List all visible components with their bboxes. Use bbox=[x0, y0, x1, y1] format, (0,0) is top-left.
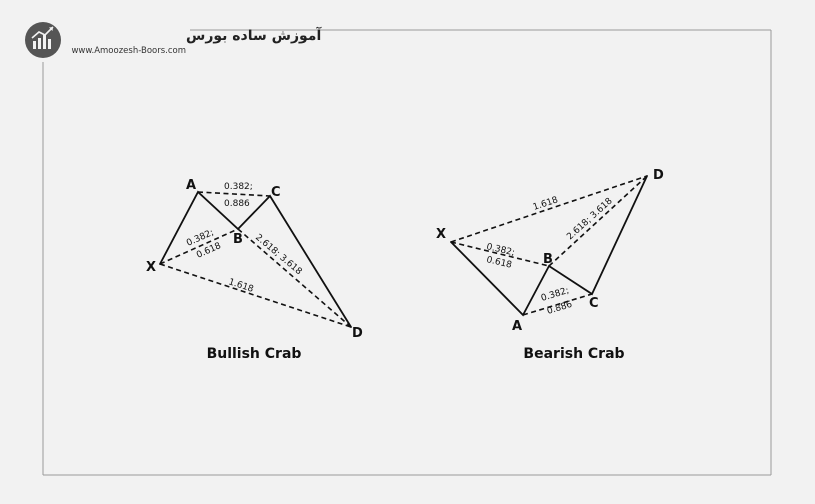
bearish-bd-ratio: 2.618; 3.618 bbox=[565, 196, 615, 242]
bullish-ac-retracement bbox=[197, 191, 271, 197]
bullish-xd-extension bbox=[159, 263, 352, 328]
bearish-point-a: A bbox=[512, 319, 522, 334]
brand-name: آموزش ساده بورس bbox=[186, 26, 322, 44]
bearish-point-c: C bbox=[589, 296, 599, 311]
bullish-xd-ratio: 1.618 bbox=[227, 277, 255, 295]
bearish-xb-ratio-2: 0.618 bbox=[485, 255, 513, 271]
bullish-pattern-legs bbox=[159, 190, 352, 328]
bearish-caption: Bearish Crab bbox=[523, 346, 624, 362]
bearish-ac-retracement bbox=[522, 293, 593, 316]
stock-chart-logo-icon bbox=[25, 22, 61, 58]
bearish-bd-extension bbox=[548, 175, 648, 267]
bullish-caption: Bullish Crab bbox=[207, 346, 302, 362]
bullish-point-x: X bbox=[146, 260, 156, 275]
bullish-xb-retracement bbox=[159, 228, 239, 265]
bearish-xd-extension bbox=[450, 175, 648, 243]
bullish-point-c: C bbox=[271, 185, 281, 200]
bearish-point-d: D bbox=[653, 168, 664, 183]
bearish-point-b: B bbox=[543, 252, 553, 267]
brand-url: www.Amoozesh-Boors.com bbox=[71, 46, 186, 56]
brand-logo: آموزش ساده بورس www.Amoozesh-Boors.com bbox=[25, 22, 322, 58]
bearish-point-x: X bbox=[436, 227, 446, 242]
bullish-point-b: B bbox=[233, 232, 243, 247]
bearish-xd-ratio: 1.618 bbox=[532, 195, 560, 213]
bullish-crab: X A B C D 0.382; 0.886 0.382; 0.618 2.61… bbox=[146, 178, 363, 362]
bearish-crab: X A B C D 1.618 2.618; 3.618 0.382; 0.61… bbox=[436, 168, 664, 362]
bullish-ac-ratio-1: 0.382; bbox=[224, 182, 253, 192]
bullish-ac-ratio-2: 0.886 bbox=[224, 199, 250, 209]
bullish-point-d: D bbox=[352, 326, 363, 341]
bullish-point-a: A bbox=[186, 178, 196, 193]
bullish-bd-extension bbox=[237, 228, 352, 328]
bearish-ac-ratio-2: 0.886 bbox=[546, 300, 574, 317]
